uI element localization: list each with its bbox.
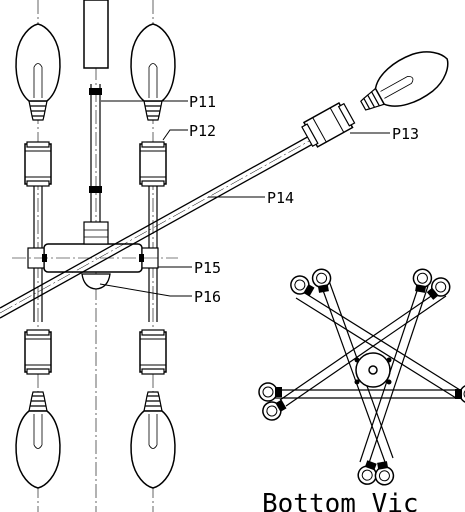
label-p14: P14	[267, 189, 294, 207]
diagonal-arm	[0, 39, 459, 319]
center-rod	[89, 84, 102, 222]
front-view	[12, 0, 178, 512]
label-p16: P16	[194, 288, 221, 306]
label-p13: P13	[392, 125, 419, 143]
leader-lines	[99, 100, 390, 297]
label-p12: P12	[189, 122, 216, 140]
view-caption: Bottom Vic	[262, 489, 419, 512]
center-hub	[12, 221, 178, 273]
label-p15: P15	[194, 259, 221, 277]
label-p11: P11	[189, 93, 216, 111]
bottom-finial	[81, 273, 111, 290]
bottom-view	[258, 267, 465, 488]
